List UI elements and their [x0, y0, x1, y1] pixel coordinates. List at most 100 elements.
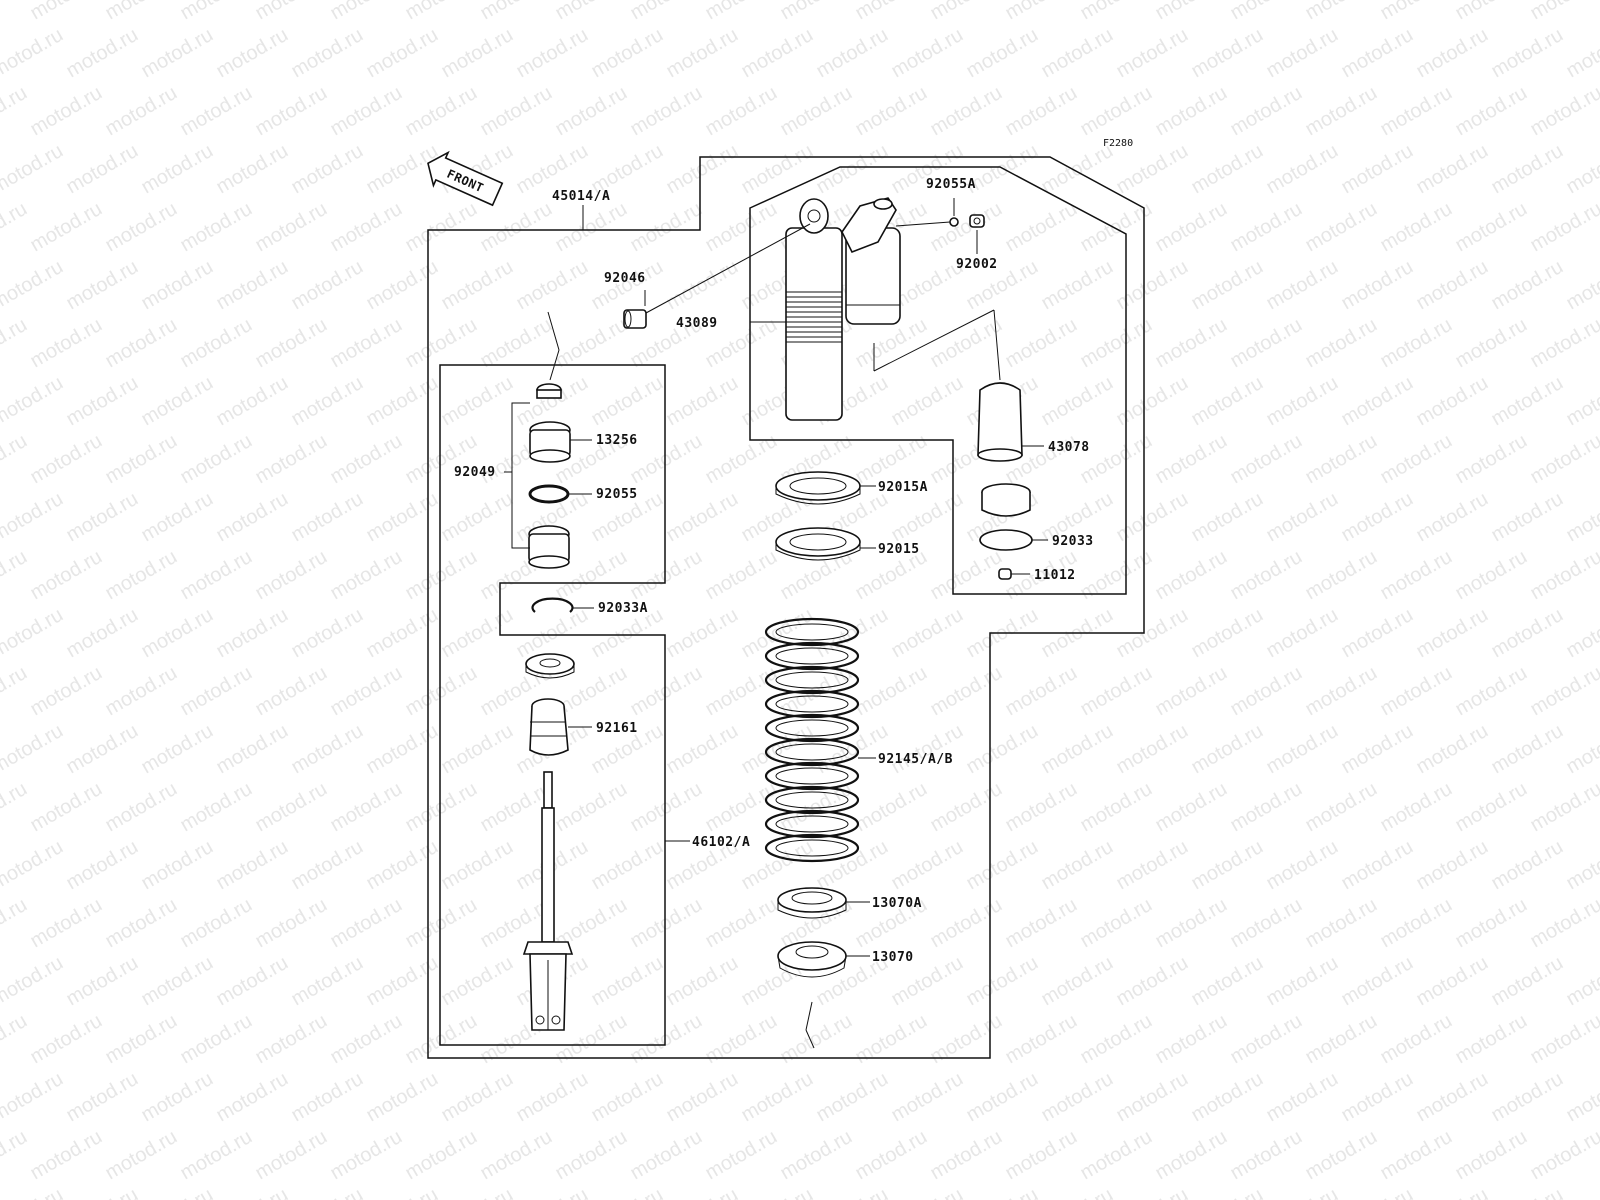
watermark-text: motod.ru — [1302, 198, 1381, 257]
watermark-text: motod.ru — [513, 1068, 592, 1127]
watermark-text: motod.ru — [102, 1010, 181, 1069]
watermark-text: motod.ru — [1338, 372, 1417, 431]
watermark-text: motod.ru — [0, 952, 67, 1011]
spring-coil-inner — [775, 791, 849, 809]
watermark-text: motod.ru — [927, 198, 1006, 257]
watermark-text: motod.ru — [813, 140, 892, 199]
watermark-text: motod.ru — [552, 0, 631, 24]
watermark-text: motod.ru — [138, 24, 217, 83]
watermark-text: motod.ru — [27, 1010, 106, 1069]
watermark-text: motod.ru — [1563, 952, 1600, 1011]
watermark-text: motod.ru — [252, 0, 331, 24]
seal-lower-part — [528, 525, 570, 569]
watermark-text: motod.ru — [1377, 662, 1456, 721]
watermark-text: motod.ru — [102, 430, 181, 489]
watermark-text: motod.ru — [138, 1184, 217, 1200]
watermark-text: motod.ru — [1452, 894, 1531, 953]
watermark-text: motod.ru — [102, 662, 181, 721]
watermark-text: motod.ru — [1263, 720, 1342, 779]
watermark-text: motod.ru — [363, 836, 442, 895]
watermark-text: motod.ru — [1527, 778, 1600, 837]
watermark-text: motod.ru — [327, 430, 406, 489]
watermark-text: motod.ru — [1002, 1010, 1081, 1069]
label-13070: 13070 — [872, 950, 914, 965]
watermark-text: motod.ru — [852, 0, 931, 24]
watermark-text: motod.ru — [252, 198, 331, 257]
watermark-text: motod.ru — [663, 24, 742, 83]
watermark-text: motod.ru — [438, 952, 517, 1011]
watermark-text: motod.ru — [138, 140, 217, 199]
watermark-text: motod.ru — [888, 836, 967, 895]
watermark-text: motod.ru — [1152, 430, 1231, 489]
spring-coil-inner — [775, 671, 849, 689]
label-92015: 92015 — [878, 542, 920, 557]
watermark-text: motod.ru — [1338, 836, 1417, 895]
cap-13256-part — [529, 421, 571, 463]
label-92015a: 92015A — [878, 480, 928, 495]
watermark-text: motod.ru — [1563, 24, 1600, 83]
watermark-text: motod.ru — [1527, 894, 1600, 953]
watermark-text: motod.ru — [27, 894, 106, 953]
watermark-text: motod.ru — [0, 198, 31, 257]
watermark-text: motod.ru — [0, 778, 31, 837]
watermark-text: motod.ru — [288, 140, 367, 199]
watermark-text: motod.ru — [588, 24, 667, 83]
watermark-text: motod.ru — [402, 0, 481, 24]
guide-13070a-part — [777, 887, 847, 919]
watermark-text: motod.ru — [1038, 24, 1117, 83]
watermark-text: motod.ru — [438, 720, 517, 779]
watermark-text: motod.ru — [1263, 836, 1342, 895]
body-boundary — [749, 166, 1127, 595]
watermark-text: motod.ru — [1563, 720, 1600, 779]
watermark-text: motod.ru — [438, 372, 517, 431]
watermark-text: motod.ru — [477, 0, 556, 24]
watermark-text: motod.ru — [513, 24, 592, 83]
label-92002: 92002 — [956, 257, 998, 272]
watermark-text: motod.ru — [1338, 488, 1417, 547]
label-92145ab: 92145/A/B — [878, 752, 953, 767]
watermark-text: motod.ru — [177, 778, 256, 837]
watermark-text: motod.ru — [1563, 140, 1600, 199]
watermark-text: motod.ru — [213, 488, 292, 547]
watermark-text: motod.ru — [1413, 256, 1492, 315]
watermark-text: motod.ru — [1227, 1126, 1306, 1185]
watermark-text: motod.ru — [1188, 604, 1267, 663]
watermark-text: motod.ru — [963, 1184, 1042, 1200]
watermark-text: motod.ru — [1113, 952, 1192, 1011]
watermark-text: motod.ru — [177, 0, 256, 24]
watermark-text: motod.ru — [1152, 198, 1231, 257]
watermark-text: motod.ru — [1152, 894, 1231, 953]
watermark-text: motod.ru — [1413, 372, 1492, 431]
watermark-text: motod.ru — [1377, 82, 1456, 141]
watermark-text: motod.ru — [63, 372, 142, 431]
watermark-text: motod.ru — [438, 488, 517, 547]
watermark-text: motod.ru — [0, 894, 31, 953]
watermark-text: motod.ru — [213, 372, 292, 431]
watermark-text: motod.ru — [1413, 1184, 1492, 1200]
watermark-text: motod.ru — [138, 604, 217, 663]
watermark-text: motod.ru — [102, 0, 181, 24]
label-11012: 11012 — [1034, 568, 1076, 583]
watermark-text: motod.ru — [288, 1184, 367, 1200]
label-92055: 92055 — [596, 487, 638, 502]
watermark-text: motod.ru — [1563, 1068, 1600, 1127]
label-13070a: 13070A — [872, 896, 922, 911]
watermark-text: motod.ru — [0, 24, 67, 83]
watermark-text: motod.ru — [1152, 546, 1231, 605]
watermark-text: motod.ru — [1338, 720, 1417, 779]
watermark-text: motod.ru — [1152, 662, 1231, 721]
watermark-text: motod.ru — [288, 256, 367, 315]
watermark-text: motod.ru — [402, 778, 481, 837]
watermark-text: motod.ru — [1227, 82, 1306, 141]
watermark-text: motod.ru — [1527, 82, 1600, 141]
watermark-text: motod.ru — [327, 1010, 406, 1069]
watermark-text: motod.ru — [1038, 372, 1117, 431]
watermark-text: motod.ru — [1488, 140, 1567, 199]
watermark-text: motod.ru — [138, 1068, 217, 1127]
watermark-text: motod.ru — [213, 24, 292, 83]
watermark-text: motod.ru — [363, 488, 442, 547]
watermark-text: motod.ru — [1188, 1184, 1267, 1200]
watermark-text: motod.ru — [1413, 488, 1492, 547]
spring-coil — [764, 833, 860, 863]
watermark-text: motod.ru — [102, 778, 181, 837]
